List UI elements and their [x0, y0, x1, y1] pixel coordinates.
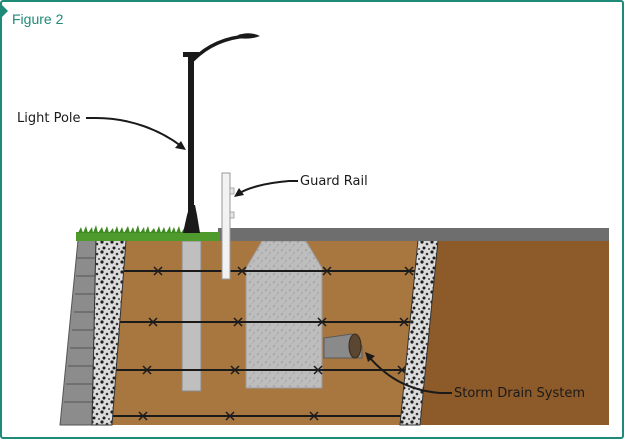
light-pole-foundation	[181, 240, 202, 392]
segmental-wall-blocks	[59, 239, 127, 426]
guard-rail-footing	[245, 240, 323, 389]
figure-tab-icon	[0, 3, 8, 19]
geogrid-reinforcement	[108, 266, 420, 421]
storm-drain-label: Storm Drain System	[454, 386, 585, 401]
pavement-surface	[218, 228, 609, 241]
retained-soil-zone	[418, 241, 609, 425]
light-pole	[183, 33, 260, 233]
storm-drain-pipe	[323, 333, 363, 359]
guard-rail-label: Guard Rail	[300, 174, 368, 189]
arrowheads	[175, 141, 375, 362]
guard-rail	[221, 172, 235, 280]
light-pole-label: Light Pole	[17, 111, 81, 126]
figure-title: Figure 2	[12, 11, 64, 27]
